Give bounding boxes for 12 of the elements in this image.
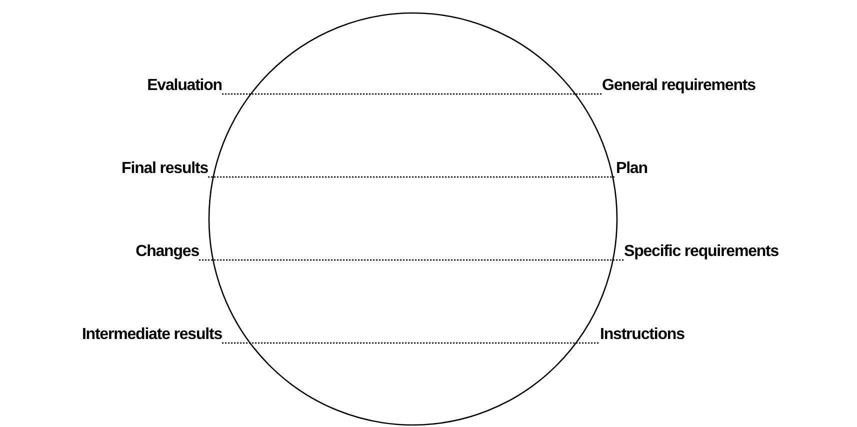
text-label: Evaluation bbox=[147, 77, 222, 95]
dotted-line bbox=[199, 259, 624, 261]
text-label: Plan bbox=[616, 160, 648, 178]
dotted-line bbox=[208, 176, 616, 178]
text-label: Specific requirements bbox=[624, 243, 779, 261]
text-label: General requirements bbox=[602, 77, 756, 95]
text-label: Instructions bbox=[600, 326, 684, 344]
text-label: Final results bbox=[122, 160, 208, 178]
text-label: Intermediate results bbox=[82, 326, 222, 344]
text-label: Changes bbox=[136, 243, 199, 261]
dotted-line bbox=[222, 342, 600, 344]
dotted-line bbox=[222, 93, 602, 95]
